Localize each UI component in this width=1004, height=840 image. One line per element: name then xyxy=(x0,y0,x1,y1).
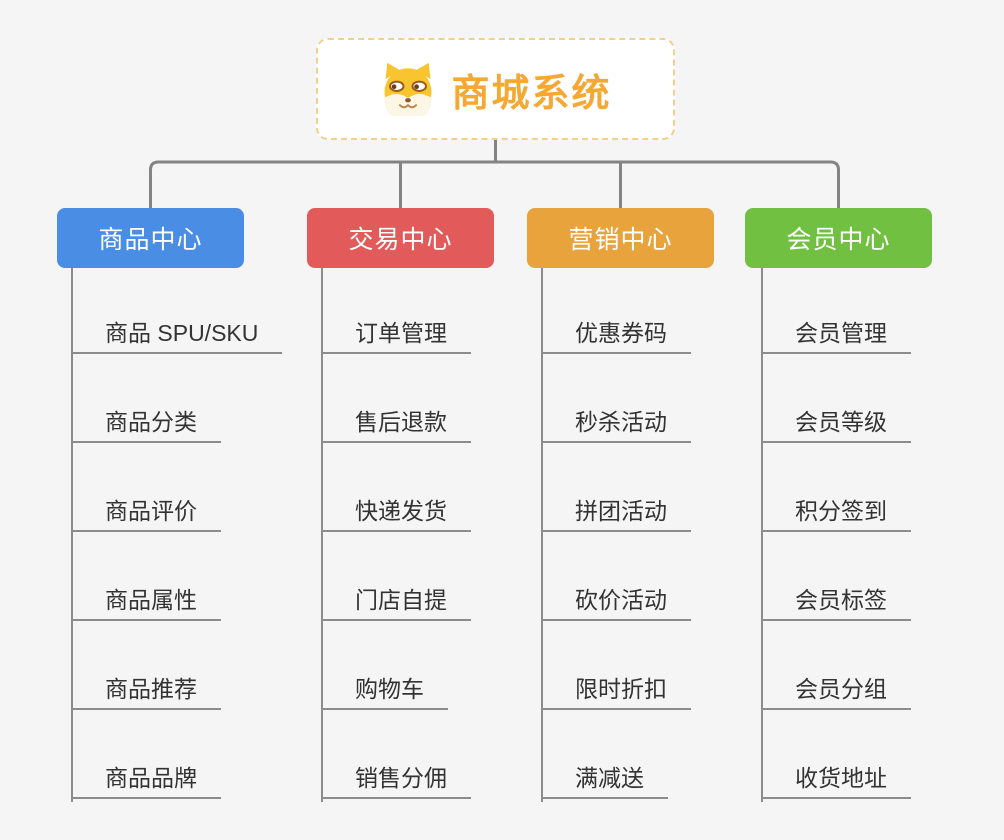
leaf-item[interactable]: 会员分组 xyxy=(761,675,911,710)
leaf-item[interactable]: 优惠券码 xyxy=(541,319,691,354)
leaf-item[interactable]: 商品评价 xyxy=(71,497,221,532)
leaf-item[interactable]: 拼团活动 xyxy=(541,497,691,532)
leaf-item[interactable]: 会员标签 xyxy=(761,586,911,621)
branch-label: 商品中心 xyxy=(98,226,203,254)
leaf-item[interactable]: 订单管理 xyxy=(321,319,471,354)
leaf-item[interactable]: 售后退款 xyxy=(321,408,471,443)
branch-label: 会员中心 xyxy=(786,226,891,254)
leaf-item[interactable]: 购物车 xyxy=(321,675,448,710)
leaf-item[interactable]: 收货地址 xyxy=(761,764,911,799)
branch-node-member[interactable]: 会员中心 xyxy=(745,208,932,268)
leaf-item[interactable]: 商品 SPU/SKU xyxy=(71,319,283,354)
leaf-item[interactable]: 商品品牌 xyxy=(71,764,221,799)
leaf-item[interactable]: 快递发货 xyxy=(321,497,471,532)
root-node[interactable]: 商城系统 xyxy=(316,38,675,140)
leaf-item[interactable]: 秒杀活动 xyxy=(541,408,691,443)
leaf-item[interactable]: 限时折扣 xyxy=(541,675,691,710)
branch-label: 交易中心 xyxy=(348,226,453,254)
leaf-item[interactable]: 砍价活动 xyxy=(541,586,691,621)
leaf-item[interactable]: 商品属性 xyxy=(71,586,221,621)
leaf-item[interactable]: 满减送 xyxy=(541,764,668,799)
branch-label: 营销中心 xyxy=(568,226,673,254)
column-connector-line xyxy=(541,266,543,802)
column-connector-line xyxy=(321,266,323,802)
leaf-item[interactable]: 门店自提 xyxy=(321,586,471,621)
column-connector-line xyxy=(761,266,763,802)
root-title: 商城系统 xyxy=(451,72,612,115)
leaf-item[interactable]: 积分签到 xyxy=(761,497,911,532)
branch-node-marketing[interactable]: 营销中心 xyxy=(527,208,714,268)
leaf-item[interactable]: 销售分佣 xyxy=(321,764,471,799)
leaf-item[interactable]: 会员等级 xyxy=(761,408,911,443)
shiba-dog-icon xyxy=(385,62,432,116)
column-connector-line xyxy=(71,266,73,802)
leaf-item[interactable]: 商品分类 xyxy=(71,408,221,443)
branch-node-product[interactable]: 商品中心 xyxy=(57,208,244,268)
branch-node-trade[interactable]: 交易中心 xyxy=(307,208,494,268)
leaf-item[interactable]: 会员管理 xyxy=(761,319,911,354)
leaf-item[interactable]: 商品推荐 xyxy=(71,675,221,710)
